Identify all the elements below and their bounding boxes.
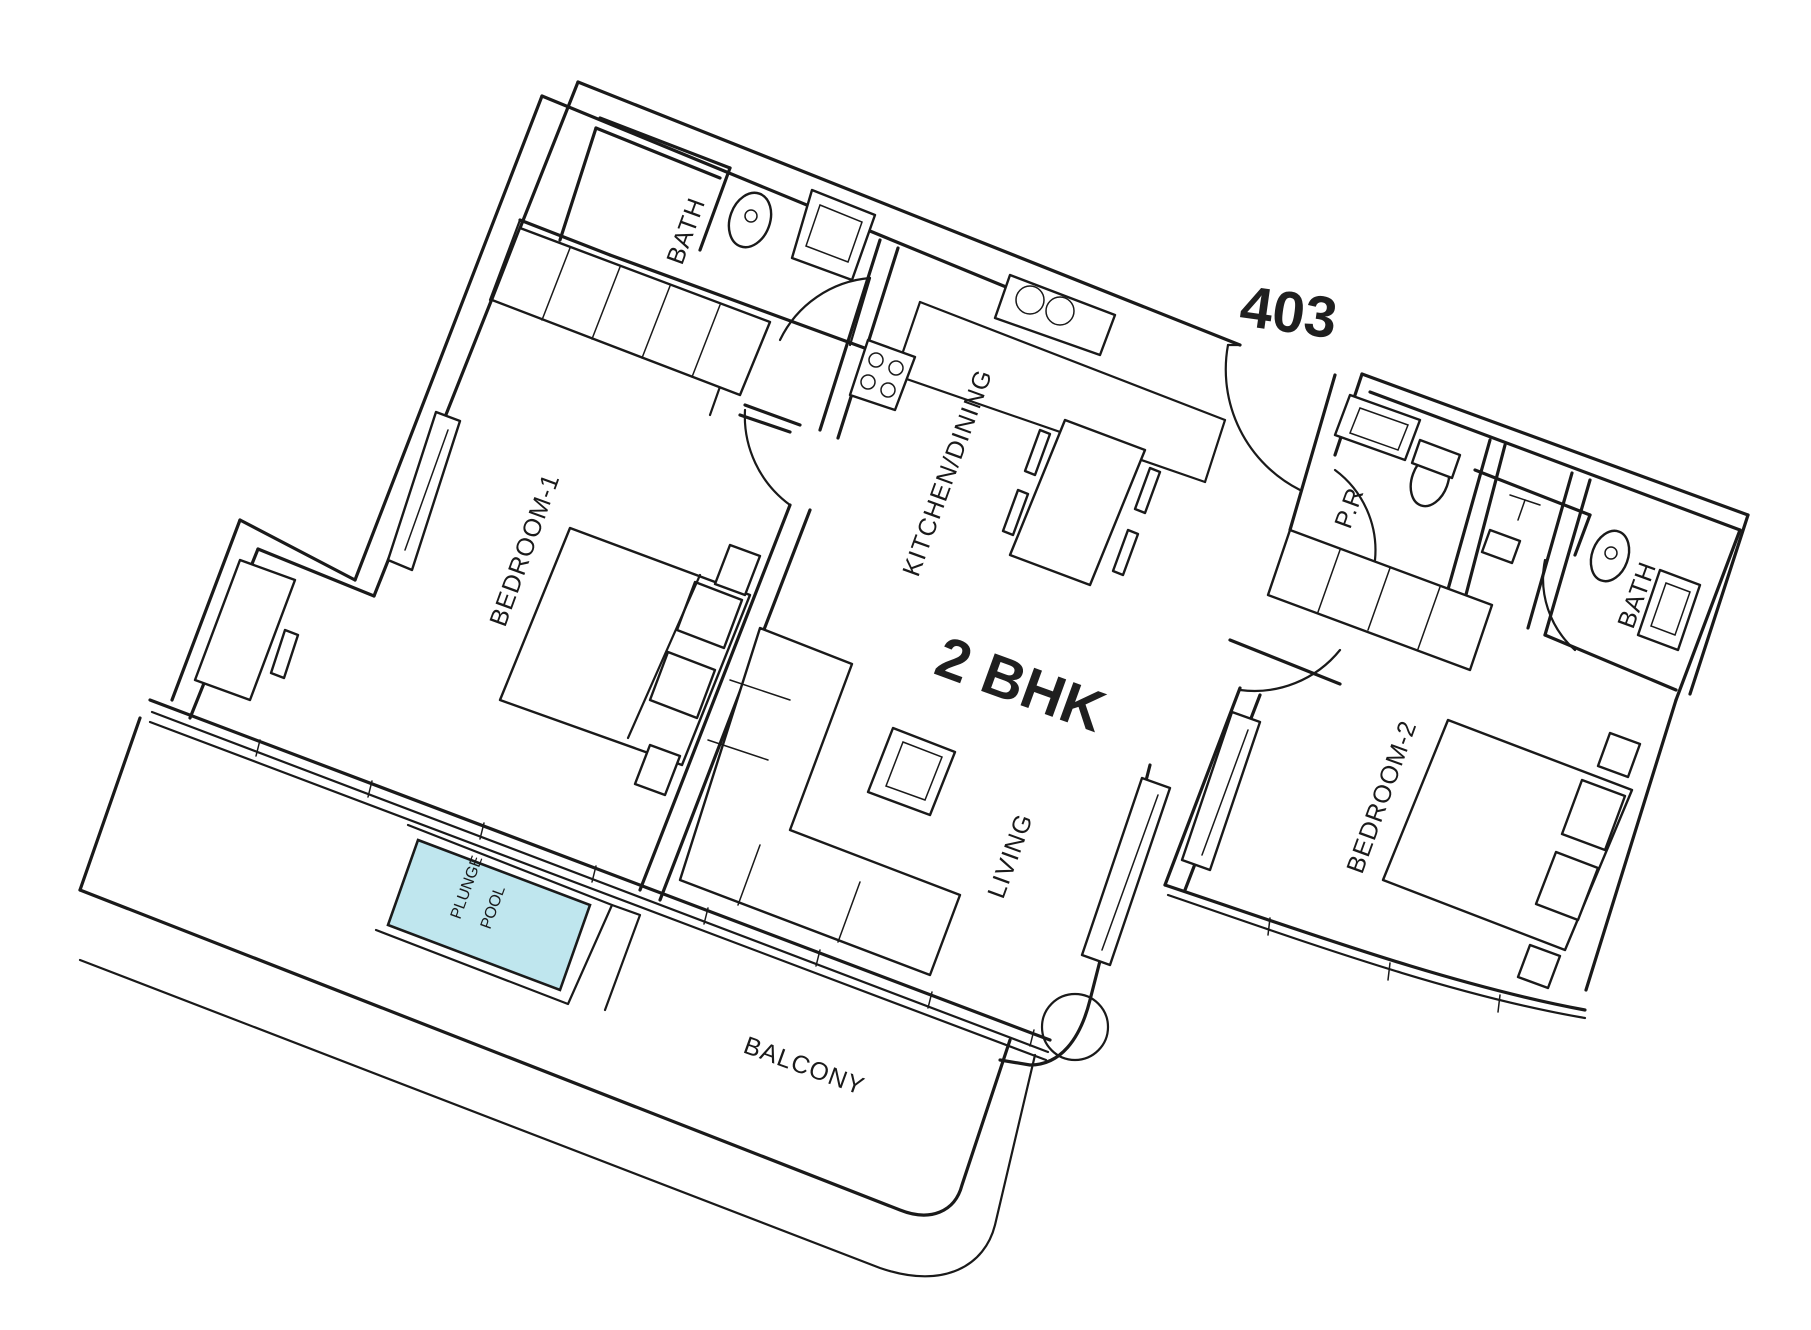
sink-icon <box>790 188 877 282</box>
room-label-kitchen-dining: KITCHEN/DINING <box>897 365 998 580</box>
room-label-powder-room: P.R <box>1329 484 1369 533</box>
kitchen-sink-icon <box>993 273 1117 357</box>
door-swings <box>743 276 1577 693</box>
bedroom-1-furniture <box>193 226 772 797</box>
interior-walls <box>488 116 1678 1067</box>
column-icon <box>1040 992 1110 1062</box>
unit-type-label: 2 BHK <box>928 624 1114 745</box>
bath-1-fixtures <box>727 188 877 282</box>
plunge-pool: PLUNGE POOL <box>374 823 642 1012</box>
room-label-balcony: BALCONY <box>740 1031 868 1101</box>
toilet-icon <box>727 191 773 249</box>
room-label-bath-1: BATH <box>661 194 711 268</box>
room-label-living: LIVING <box>982 810 1038 902</box>
sofa-icon <box>678 626 962 977</box>
bedroom-2-furniture <box>1180 710 1642 990</box>
glass-facade <box>148 698 1501 1062</box>
wardrobe-icon <box>490 226 772 397</box>
living-furniture <box>678 626 1172 1062</box>
unit-number: 403 <box>1236 274 1341 352</box>
coffee-table-icon <box>866 726 957 817</box>
dining-table-icon <box>1008 418 1147 587</box>
kitchen-fixtures <box>848 273 1162 587</box>
desk-icon <box>193 558 297 702</box>
bath-2-fixtures <box>1266 393 1702 672</box>
tv-unit-icon <box>1080 776 1172 967</box>
wardrobe-2-icon <box>1266 528 1494 672</box>
pr-sink-icon <box>1333 393 1422 462</box>
bed-1-icon <box>498 526 752 767</box>
bath-2-toilet-icon <box>1589 529 1631 583</box>
cooktop-icon <box>848 338 917 412</box>
balcony <box>78 716 1037 1278</box>
